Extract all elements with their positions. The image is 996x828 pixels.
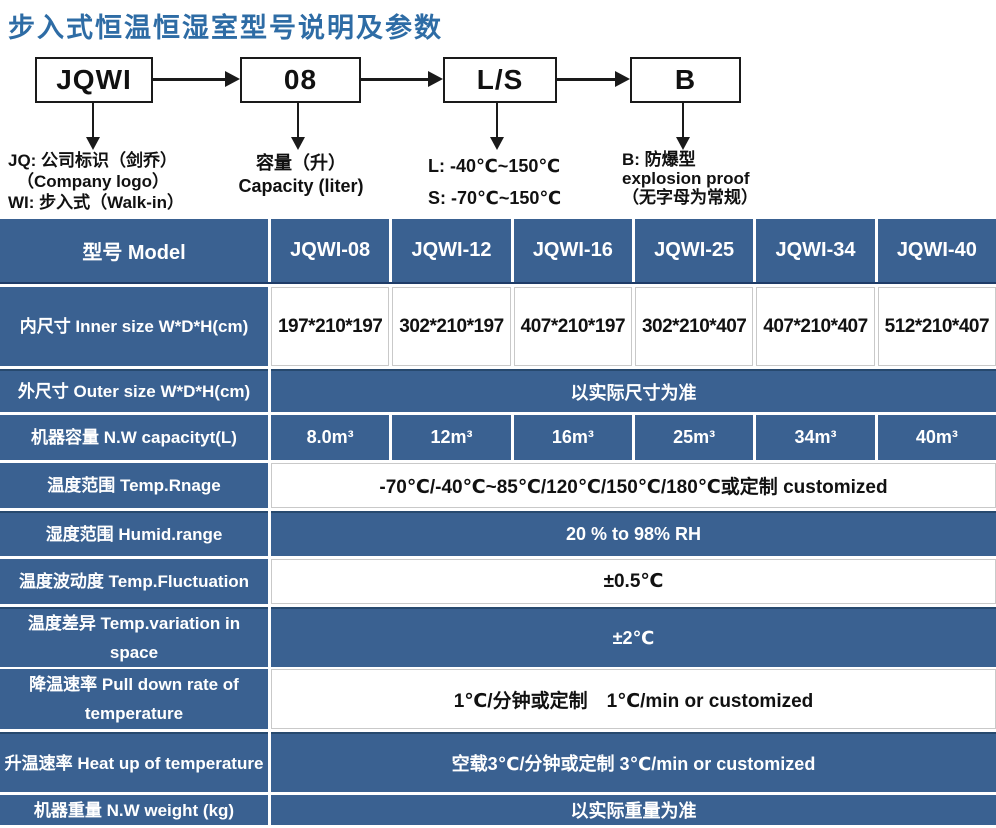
table-cell: 1℃/分钟或定制 1℃/min or customized [271, 669, 996, 729]
table-cell: 40m³ [877, 415, 996, 460]
column-header: JQWI-12 [392, 219, 511, 282]
note-line: （无字母为常规） [622, 188, 758, 207]
table-row-temp-variation: 温度差异 Temp.variation in space ±2℃ [0, 607, 996, 667]
arrow-down-icon [490, 137, 504, 150]
table-header-row: 型号 Model JQWI-08 JQWI-12 JQWI-16 JQWI-25… [0, 219, 996, 284]
row-label: 机器重量 N.W weight (kg) [0, 795, 268, 825]
table-row-outer-size: 外尺寸 Outer size W*D*H(cm) 以实际尺寸为准 [0, 369, 996, 412]
note-line: 容量（升） [256, 153, 346, 173]
arrow-down-icon [676, 137, 690, 150]
table-cell: ±0.5℃ [271, 559, 996, 604]
spec-table: 型号 Model JQWI-08 JQWI-12 JQWI-16 JQWI-25… [0, 219, 996, 828]
table-row-humidity-range: 湿度范围 Humid.range 20 % to 98% RH [0, 511, 996, 556]
column-header-model: 型号 Model [0, 219, 268, 282]
arrow-down-icon [291, 137, 305, 150]
model-code-box-capacity: 08 [240, 57, 361, 103]
model-code-box-explosion: B [630, 57, 741, 103]
arrow-right-line [152, 78, 226, 81]
row-label: 温度范围 Temp.Rnage [0, 463, 268, 508]
column-header: JQWI-08 [271, 219, 390, 282]
table-cell: 407*210*197 [513, 287, 632, 366]
note-line: WI: 步入式（Walk-in） [8, 193, 184, 212]
note-line: explosion proof [622, 169, 750, 188]
table-row-pulldown-rate: 降温速率 Pull down rate of temperature 1℃/分钟… [0, 669, 996, 729]
table-row-inner-size: 内尺寸 Inner size W*D*H(cm) 197*210*197 302… [0, 287, 996, 366]
table-cell: 302*210*197 [392, 287, 511, 366]
table-cell: -70℃/-40℃~85℃/120℃/150℃/180℃或定制 customiz… [271, 463, 996, 508]
table-cell: 8.0m³ [271, 415, 390, 460]
table-cell: 空载3℃/分钟或定制 3℃/min or customized [271, 732, 996, 792]
row-label: 外尺寸 Outer size W*D*H(cm) [0, 369, 268, 412]
table-cell: 20 % to 98% RH [271, 511, 996, 556]
note-line: S: -70℃~150℃ [428, 188, 562, 208]
table-cell: 以实际重量为准 [271, 795, 996, 825]
note-line: L: -40℃~150℃ [428, 156, 561, 176]
page-title: 步入式恒温恒湿室型号说明及参数 [8, 13, 443, 43]
spec-sheet-page: { "title": "步入式恒温恒湿室型号说明及参数", "colors": … [0, 13, 996, 825]
column-header: JQWI-16 [513, 219, 632, 282]
table-row-heatup-rate: 升温速率 Heat up of temperature 空载3℃/分钟或定制 3… [0, 732, 996, 792]
table-cell: 25m³ [635, 415, 754, 460]
arrow-right-line [555, 78, 616, 81]
column-header: JQWI-34 [756, 219, 875, 282]
row-label: 温度波动度 Temp.Fluctuation [0, 559, 268, 604]
table-row-temp-range: 温度范围 Temp.Rnage -70℃/-40℃~85℃/120℃/150℃/… [0, 463, 996, 508]
arrow-right-icon [428, 71, 443, 87]
table-cell: 12m³ [392, 415, 511, 460]
table-cell: 以实际尺寸为准 [271, 369, 996, 412]
table-cell: 302*210*407 [635, 287, 754, 366]
note-explosion-proof: B: 防爆型 explosion proof （无字母为常规） [622, 150, 758, 207]
table-cell: 512*210*407 [877, 287, 996, 366]
model-code-box-jqwi: JQWI [35, 57, 153, 103]
arrow-right-line [359, 78, 429, 81]
note-capacity: 容量（升） Capacity (liter) [219, 152, 383, 198]
row-label: 温度差异 Temp.variation in space [0, 607, 268, 667]
row-label: 内尺寸 Inner size W*D*H(cm) [0, 287, 268, 366]
arrow-down-line [682, 101, 684, 139]
note-line: （Company logo） [17, 172, 170, 191]
column-header: JQWI-40 [877, 219, 996, 282]
note-temp-type: L: -40℃~150℃ S: -70℃~150℃ [428, 150, 561, 214]
arrow-down-line [496, 101, 498, 139]
table-row-weight: 机器重量 N.W weight (kg) 以实际重量为准 [0, 795, 996, 825]
arrow-right-icon [225, 71, 240, 87]
arrow-right-icon [615, 71, 630, 87]
arrow-down-line [297, 101, 299, 139]
table-cell: 407*210*407 [756, 287, 875, 366]
table-cell: 197*210*197 [271, 287, 390, 366]
note-line: B: 防爆型 [622, 150, 696, 169]
table-cell: 34m³ [756, 415, 875, 460]
column-header: JQWI-25 [635, 219, 754, 282]
arrow-down-line [92, 101, 94, 139]
note-company-logo: JQ: 公司标识（剑乔） （Company logo） WI: 步入式（Walk… [8, 150, 184, 213]
note-line: JQ: 公司标识（剑乔） [8, 151, 178, 170]
arrow-down-icon [86, 137, 100, 150]
table-row-temp-fluctuation: 温度波动度 Temp.Fluctuation ±0.5℃ [0, 559, 996, 604]
row-label: 升温速率 Heat up of temperature [0, 732, 268, 792]
table-row-capacity: 机器容量 N.W capacityt(L) 8.0m³ 12m³ 16m³ 25… [0, 415, 996, 460]
note-line: Capacity (liter) [238, 176, 364, 196]
row-label: 湿度范围 Humid.range [0, 511, 268, 556]
row-label: 降温速率 Pull down rate of temperature [0, 669, 268, 729]
table-cell: ±2℃ [271, 607, 996, 667]
model-code-box-temp-type: L/S [443, 57, 557, 103]
row-label: 机器容量 N.W capacityt(L) [0, 415, 268, 460]
table-cell: 16m³ [513, 415, 632, 460]
